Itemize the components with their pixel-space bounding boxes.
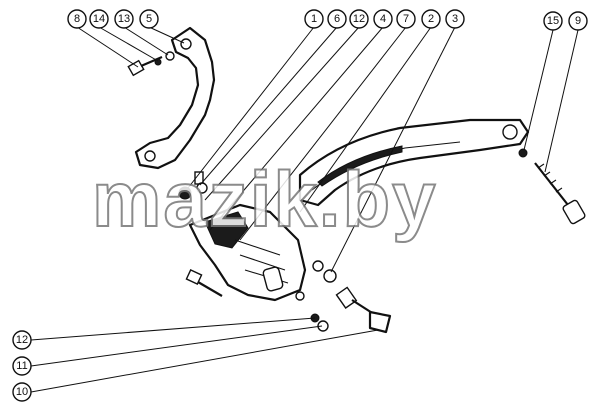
svg-text:2: 2 bbox=[428, 13, 434, 25]
svg-text:12: 12 bbox=[353, 13, 365, 25]
pivot-bolt-part bbox=[185, 269, 223, 297]
bent-strap-part bbox=[134, 26, 216, 170]
svg-text:5: 5 bbox=[146, 13, 152, 25]
lower-bolt-part bbox=[310, 269, 392, 334]
small-bolt-part bbox=[178, 171, 208, 200]
callout-6: 6 bbox=[327, 9, 347, 29]
svg-text:15: 15 bbox=[547, 15, 559, 27]
svg-text:12: 12 bbox=[16, 334, 28, 346]
svg-text:13: 13 bbox=[118, 13, 130, 25]
slotted-adjusting-arm-part bbox=[298, 118, 530, 207]
svg-text:14: 14 bbox=[93, 13, 105, 25]
svg-text:3: 3 bbox=[452, 13, 458, 25]
svg-text:4: 4 bbox=[380, 13, 386, 25]
callout-1: 1 bbox=[304, 9, 324, 29]
callout-4: 4 bbox=[373, 9, 393, 29]
callout-14: 14 bbox=[89, 9, 109, 29]
callout-5: 5 bbox=[139, 9, 159, 29]
callout-3: 3 bbox=[445, 9, 465, 29]
callout-2: 2 bbox=[421, 9, 441, 29]
callout-15: 15 bbox=[543, 11, 563, 31]
svg-text:9: 9 bbox=[575, 15, 581, 27]
callout-12-top: 12 bbox=[349, 9, 369, 29]
svg-text:8: 8 bbox=[74, 13, 80, 25]
svg-text:6: 6 bbox=[334, 13, 340, 25]
svg-text:10: 10 bbox=[16, 386, 28, 398]
callout-12-bottom: 12 bbox=[12, 330, 32, 350]
callout-11: 11 bbox=[12, 356, 32, 376]
long-bolt-part bbox=[518, 148, 586, 225]
callout-10: 10 bbox=[12, 382, 32, 402]
callout-13: 13 bbox=[114, 9, 134, 29]
callout-9: 9 bbox=[568, 11, 588, 31]
svg-text:1: 1 bbox=[311, 13, 317, 25]
callout-7: 7 bbox=[396, 9, 416, 29]
mounting-bracket-part bbox=[188, 203, 324, 302]
leader-lines bbox=[30, 26, 579, 393]
watermark-text: mazik.by bbox=[91, 155, 438, 243]
svg-text:11: 11 bbox=[16, 360, 27, 372]
svg-text:7: 7 bbox=[403, 13, 409, 25]
bolt-and-washers-part bbox=[127, 51, 175, 77]
callout-8: 8 bbox=[67, 9, 87, 29]
